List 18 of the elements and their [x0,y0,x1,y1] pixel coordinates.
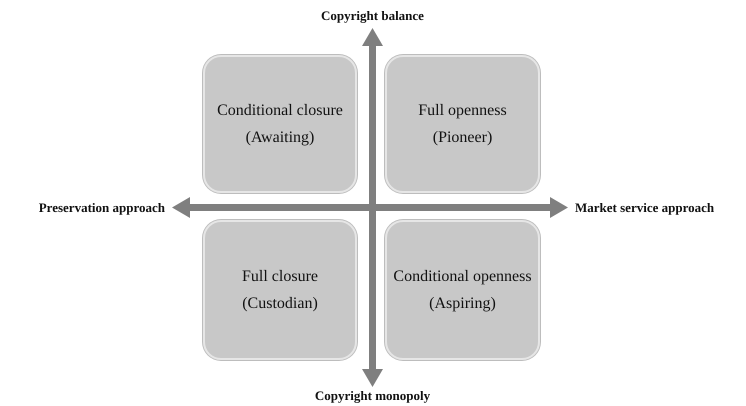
double-arrow [362,28,383,387]
quadrant-text: Conditional closure [217,100,343,120]
quadrant-box [385,220,540,360]
quadrant-text: (Custodian) [242,294,318,314]
quadrant-text: Conditional openness [393,266,532,286]
quadrant-text: (Aspiring) [429,294,496,314]
axis-label: Market service approach [568,198,744,217]
axis-label: Copyright balance [300,4,445,28]
double-arrow [172,197,568,218]
axis-label: Preservation approach [8,198,172,217]
quadrant-box [203,220,357,360]
quadrant-text: Full closure [242,266,318,286]
quadrant-text: (Pioneer) [432,128,492,148]
quadrant-box [203,55,357,193]
quadrant-box [385,55,540,193]
quadrant-text: (Awaiting) [246,128,314,148]
quadrant-text: Full openness [418,100,507,120]
axis-label: Copyright monopoly [300,387,445,405]
